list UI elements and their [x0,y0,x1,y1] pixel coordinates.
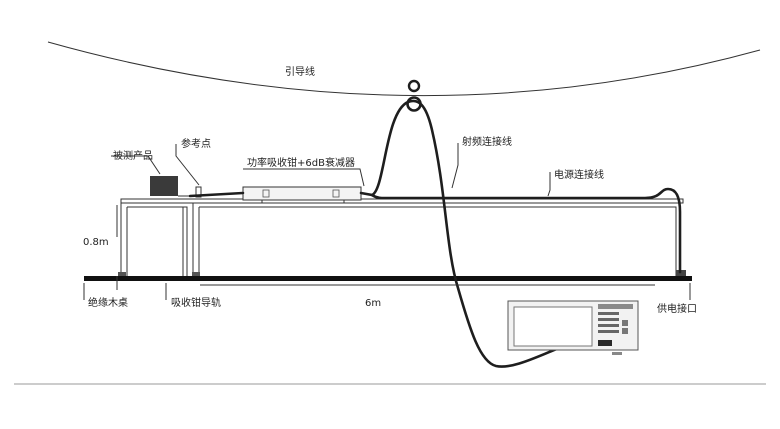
product-label: 被测产品 [113,149,153,162]
receiver-instrument [507,300,639,355]
ground-plane [84,276,692,281]
table-foot [118,272,126,276]
supply-label: 供电接口 [657,302,697,315]
height-label: 0.8m [83,237,109,248]
table-label: 绝缘木桌 [88,296,128,309]
reference-point-label: 参考点 [181,137,211,150]
power-cable [188,187,682,274]
product-box [150,176,178,196]
rail-label: 吸收钳导轨 [171,296,221,309]
power-cable-label: 电源连接线 [554,168,604,181]
rail-foot [192,272,200,276]
supply-socket [676,270,686,276]
table-frame [120,198,684,276]
length-label: 6m [365,298,381,309]
lead-wire-label: 引导线 [285,65,315,78]
clamp-label: 功率吸收钳+6dB衰减器 [247,156,355,169]
lead-wire [47,41,761,97]
reference-point-marker [195,186,202,198]
rf-cable-label: 射频连接线 [462,135,512,148]
absorbing-clamp [242,186,362,203]
